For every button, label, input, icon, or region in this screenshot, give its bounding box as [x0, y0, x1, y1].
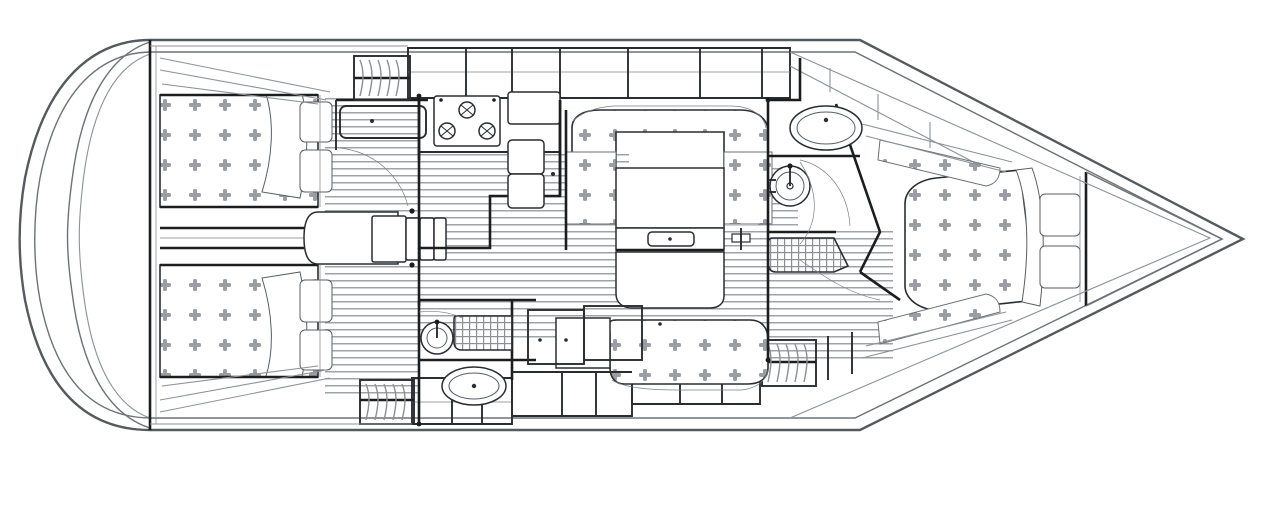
washbasin-forward[interactable] — [420, 319, 454, 355]
fwd-locker-upper — [1039, 193, 1081, 237]
forepeak-sail-locker — [1085, 171, 1224, 307]
companionway-steps[interactable] — [303, 208, 447, 268]
transom-curve — [66, 41, 151, 429]
table-latch — [731, 228, 751, 250]
washbasin-aft[interactable] — [768, 163, 811, 207]
deck-lockers-port[interactable] — [407, 47, 791, 99]
deck-lockers-port-outboard[interactable] — [789, 65, 1001, 177]
toilet-forward[interactable] — [441, 366, 507, 406]
settee-cushion-right — [723, 151, 773, 225]
aft-passage — [160, 226, 320, 250]
pillow-locker-p1 — [299, 101, 333, 143]
aft-cabin-port[interactable] — [159, 57, 333, 209]
fwd-locker-lower — [1039, 245, 1081, 289]
hull-detail-lines — [150, 45, 1212, 427]
toilet-aft[interactable] — [789, 105, 863, 151]
v-berth-pillow-wedge — [1015, 167, 1044, 307]
pillow-locker-s2 — [299, 329, 333, 371]
settee-lower — [608, 319, 769, 385]
louvre-door-starboard[interactable] — [761, 332, 853, 387]
shower-tray-forward — [453, 315, 513, 351]
hull-group — [18, 38, 1246, 432]
saloon[interactable] — [555, 100, 773, 391]
head-fwd-door-swing — [418, 311, 463, 319]
forward-cabin[interactable] — [861, 123, 1088, 359]
pillow-locker-p2 — [299, 149, 333, 193]
louvre-door-upper[interactable] — [353, 55, 411, 101]
step-tread-4 — [433, 217, 447, 261]
forward-passage — [766, 230, 901, 360]
v-berth-side-upper — [877, 139, 1001, 187]
head-aft-compartment[interactable] — [767, 58, 882, 273]
hull-outer-line — [18, 38, 1246, 432]
head-forward-compartment[interactable] — [417, 298, 662, 424]
aft-cabin-starboard[interactable] — [159, 263, 333, 413]
v-berth-mattress — [904, 169, 1037, 311]
v-berth-side-lower — [877, 293, 1001, 345]
door-swing-chart — [339, 147, 409, 207]
saloon-table — [615, 167, 725, 229]
galley-drawer-2 — [507, 173, 545, 209]
step-tread-1 — [371, 215, 407, 263]
transom-curve-2 — [78, 53, 151, 419]
head-fwd-locker-2 — [583, 305, 643, 361]
galley-drawer-1 — [507, 139, 545, 175]
galley-sink — [507, 91, 561, 125]
step-tread-3 — [419, 217, 435, 261]
pillow-locker-s1 — [299, 279, 333, 323]
cooker[interactable] — [433, 95, 501, 147]
settee-cushion-left — [565, 151, 617, 225]
chart-table-top — [339, 105, 427, 139]
saloon-table-leaf — [615, 251, 725, 309]
head-aft-door-swing — [799, 159, 851, 227]
hull-inner-line — [34, 51, 1224, 419]
saloon-locker-left — [555, 317, 611, 369]
shower-tray-aft — [767, 237, 850, 273]
head-aft-bulkhead — [768, 58, 802, 102]
